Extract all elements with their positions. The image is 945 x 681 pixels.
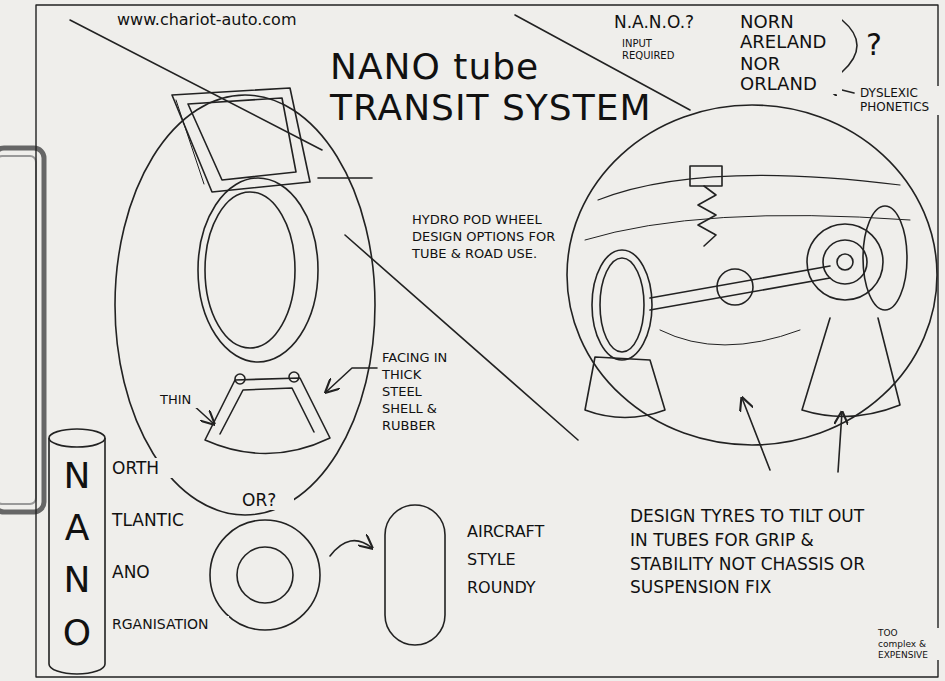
- tyre-profile: [210, 520, 320, 630]
- detail-ellipse: [567, 105, 937, 445]
- sketch-line: [660, 330, 800, 345]
- sketch-line: [585, 357, 665, 418]
- note-label: NORN ARELAND: [738, 12, 842, 52]
- note-label: www.chariot-auto.com: [115, 10, 359, 29]
- note-label: HYDRO POD WHEEL DESIGN OPTIONS FOR TUBE …: [410, 212, 564, 263]
- sketch-line: [176, 100, 204, 184]
- diagram-title: NANO tube TRANSIT SYSTEM: [330, 46, 670, 129]
- note-label: OR?: [240, 490, 294, 510]
- node-text: NANO: [59, 450, 95, 659]
- sketch-line: [318, 177, 372, 179]
- sketch-line: [807, 224, 883, 300]
- detail-ellipse: [115, 95, 375, 515]
- sketch-line: [598, 175, 900, 200]
- sketch-line: [717, 269, 753, 305]
- note-label: ANO: [110, 562, 194, 582]
- sketch-line: [188, 98, 296, 180]
- cylinder-node: NANO: [48, 428, 106, 674]
- note-label: ORTH: [110, 458, 204, 478]
- sketch-line: [823, 240, 867, 284]
- leader-arrow: [838, 412, 842, 472]
- sketch-line: [592, 250, 652, 360]
- note-label: DYSLEXIC PHONETICS: [858, 86, 942, 115]
- tyre-profile: [385, 505, 445, 645]
- sketch-line: [172, 88, 310, 192]
- cylinder-outline: [49, 429, 105, 447]
- sketch-line: [863, 206, 907, 310]
- sketch-line: [220, 388, 314, 434]
- suspension-sketch: [585, 166, 910, 418]
- sketch-line: [235, 374, 245, 384]
- sketch-line: [205, 192, 295, 348]
- sketch-line: [698, 186, 716, 246]
- perspective-line: [70, 20, 322, 150]
- note-label: AIRCRAFT STYLE ROUNDY: [465, 518, 584, 602]
- sketch-line: [600, 258, 644, 352]
- note-label: TOO complex & EXPENSIVE: [876, 628, 940, 660]
- bracket: [842, 20, 857, 72]
- note-label: TLANTIC: [110, 510, 214, 530]
- sketch-line: [205, 378, 330, 454]
- note-label: ?: [864, 28, 898, 61]
- node-body: NANO: [48, 428, 106, 667]
- note-label: THIN: [158, 392, 212, 408]
- note-label: FACING IN THICK STEEL SHELL & RUBBER: [380, 350, 466, 434]
- cylinder-outline: [49, 438, 105, 674]
- sketch-line: [289, 372, 299, 382]
- sketch-line: [690, 166, 722, 186]
- tyre-profile: [237, 547, 293, 603]
- sheet-frame: [36, 5, 938, 677]
- clipboard-clip: [0, 148, 44, 512]
- note-label: DESIGN TYRES TO TILT OUT IN TUBES FOR GR…: [628, 505, 872, 600]
- clipboard-clip: [0, 156, 36, 504]
- note-label: NOR ORLAND: [738, 54, 842, 94]
- leader-arrow: [326, 368, 377, 392]
- leader-arrow: [742, 398, 770, 470]
- note-label: RGANISATION: [110, 616, 229, 633]
- perspective-line: [345, 235, 578, 440]
- sketch-line: [198, 178, 318, 362]
- sketch-line: [802, 318, 900, 416]
- sketch-line: [650, 278, 830, 310]
- note-label: N.A.N.O.?: [612, 12, 726, 32]
- curved-arrow: [330, 541, 372, 556]
- note-label: INPUT REQUIRED: [620, 38, 684, 62]
- sketch-line: [837, 254, 853, 270]
